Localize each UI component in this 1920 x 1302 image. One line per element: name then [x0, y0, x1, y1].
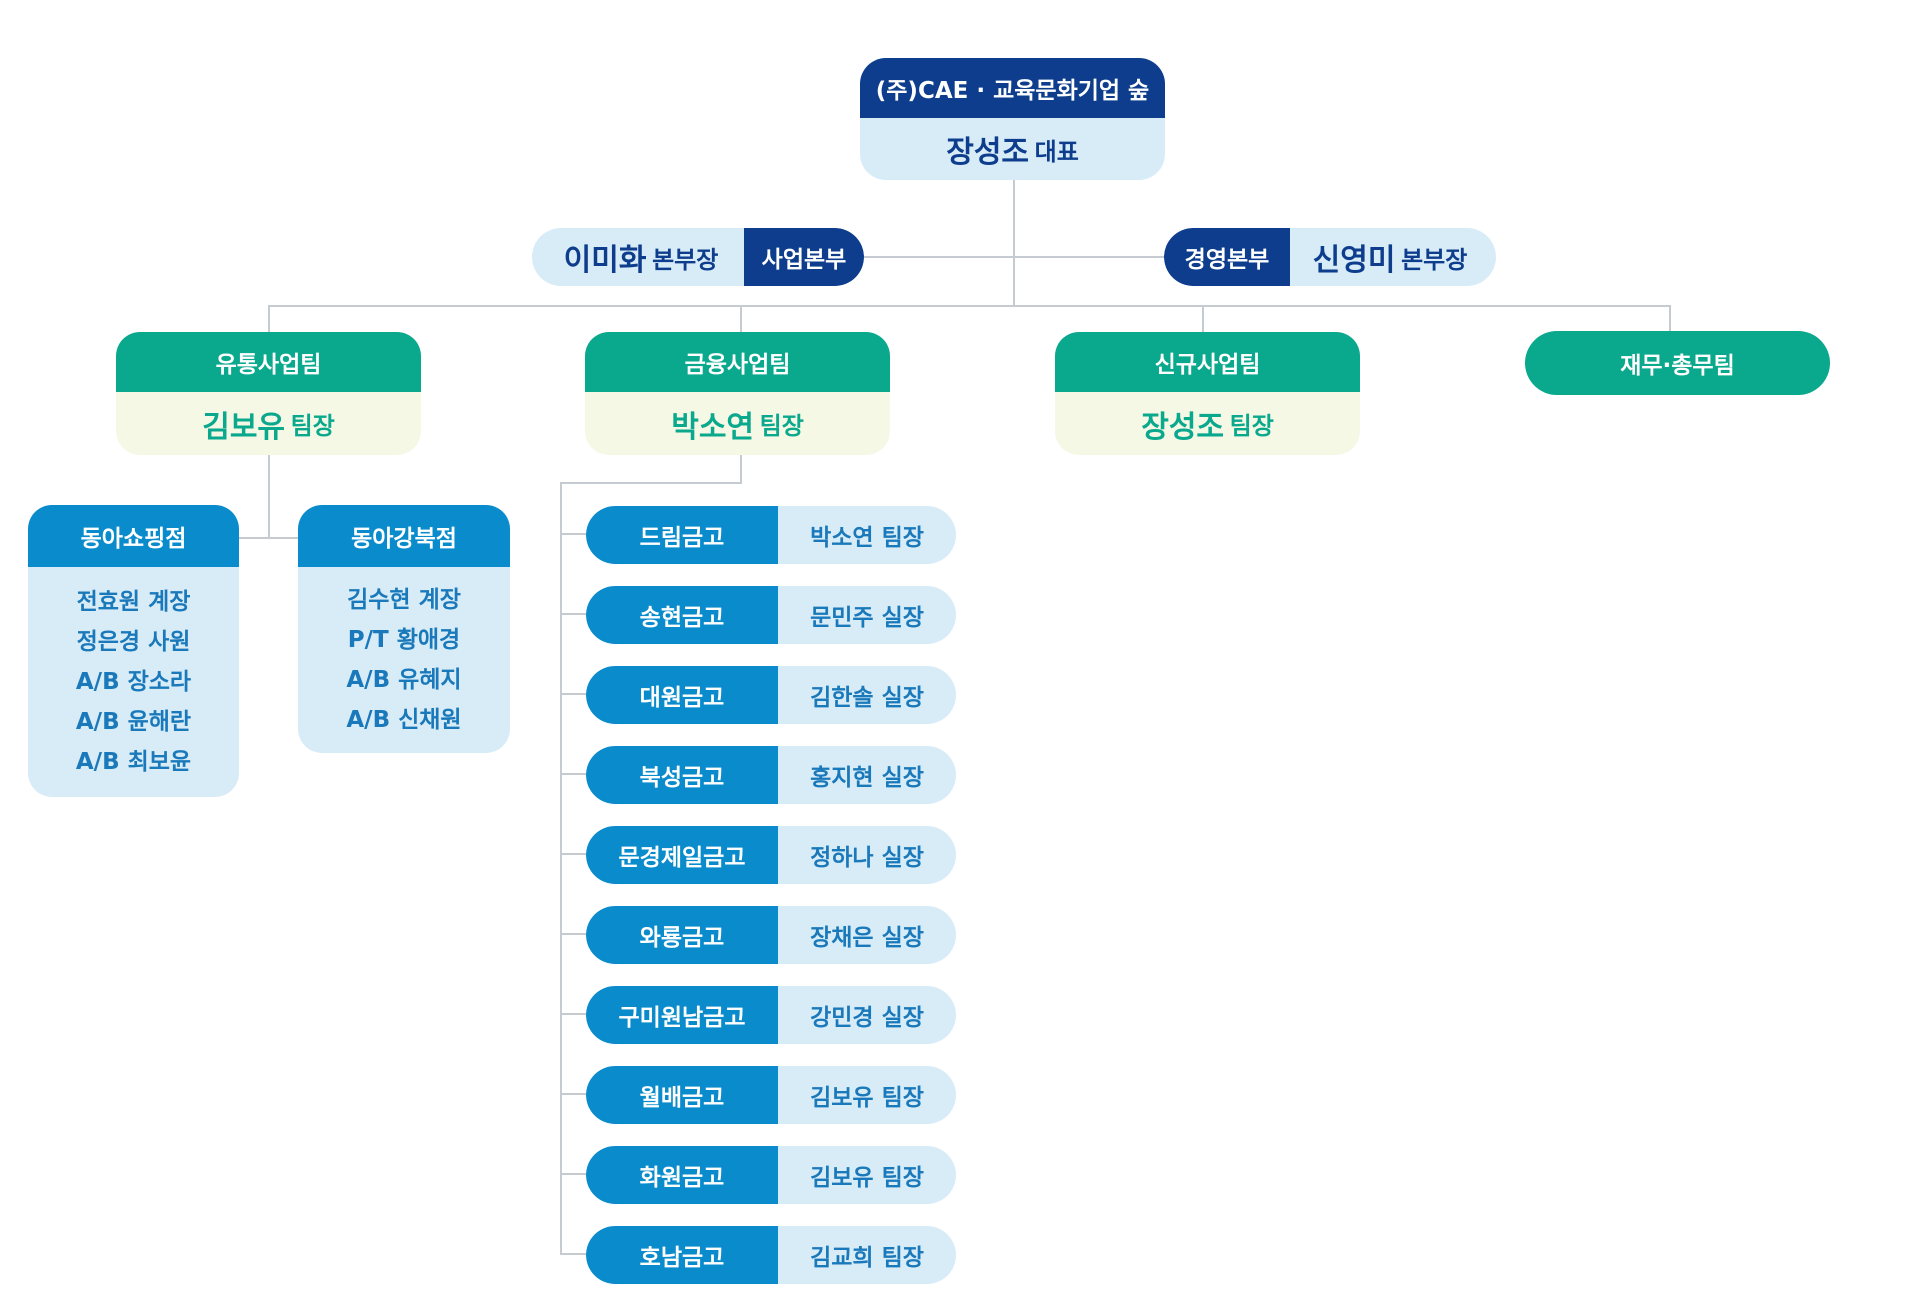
ceo-role: 대표	[1034, 137, 1079, 166]
connector-line	[268, 305, 270, 332]
team-new-business-label: 신규사업팀	[1055, 332, 1360, 392]
branch-row: 화원금고 김보유 팀장	[586, 1146, 956, 1204]
ceo-org-label: (주)CAE · 교육문화기업 숲	[860, 58, 1165, 118]
branch-manager: 강민경 실장	[810, 1005, 924, 1031]
team-new-business-leader: 장성조 팀장	[1055, 392, 1360, 455]
connector-line	[740, 305, 742, 332]
branch-row: 문경제일금고 정하나 실장	[586, 826, 956, 884]
connector-line	[560, 853, 586, 855]
ceo-name-block: 장성조 대표	[860, 118, 1165, 180]
store-member: A/B 윤해란	[75, 709, 192, 735]
branch-row: 북성금고 홍지현 실장	[586, 746, 956, 804]
branch-manager: 김교희 팀장	[810, 1245, 924, 1271]
connector-line	[560, 482, 742, 484]
branch-label: 호남금고	[586, 1226, 778, 1284]
branch-row: 와룡금고 장채은 실장	[586, 906, 956, 964]
connector-line	[560, 533, 586, 535]
branch-manager: 장채은 실장	[810, 925, 924, 951]
branch-manager: 문민주 실장	[810, 605, 924, 631]
business-division-role: 본부장	[652, 245, 719, 274]
management-division-label: 경영본부	[1164, 228, 1290, 286]
store-member: 김수현 계장	[347, 587, 461, 613]
branch-row: 송현금고 문민주 실장	[586, 586, 956, 644]
branch-label: 북성금고	[586, 746, 778, 804]
branch-manager: 김보유 팀장	[810, 1085, 924, 1111]
branch-label: 화원금고	[586, 1146, 778, 1204]
management-division-head: 신영미 본부장	[1290, 228, 1496, 286]
connector-line	[560, 1013, 586, 1015]
connector-line	[560, 773, 586, 775]
ceo-box: (주)CAE · 교육문화기업 숲 장성조 대표	[860, 58, 1165, 180]
team-distribution-role: 팀장	[290, 412, 335, 440]
branch-manager: 김한솔 실장	[810, 685, 924, 711]
team-finance-role: 팀장	[759, 412, 804, 440]
store-box-dong-a-gangbuk: 동아강북점 김수현 계장 P/T 황애경 A/B 유혜지 A/B 신채원	[298, 505, 510, 753]
team-finance-leader: 박소연 팀장	[585, 392, 890, 455]
connector-line	[268, 455, 270, 538]
store-member: A/B 최보윤	[75, 749, 192, 775]
branch-label: 월배금고	[586, 1066, 778, 1124]
branch-row: 구미원남금고 강민경 실장	[586, 986, 956, 1044]
store-member: 정은경 사원	[76, 629, 191, 655]
ceo-name: 장성조	[946, 135, 1030, 170]
branch-manager: 박소연 팀장	[810, 525, 924, 551]
store-member: P/T 황애경	[347, 627, 461, 653]
team-distribution-leader: 김보유 팀장	[116, 392, 421, 455]
team-accounting-box: 재무·총무팀	[1525, 331, 1830, 395]
business-division-pill: 이미화 본부장 사업본부	[532, 228, 864, 286]
connector-line	[238, 537, 300, 539]
branch-row: 드림금고 박소연 팀장	[586, 506, 956, 564]
branch-label: 구미원남금고	[586, 986, 778, 1044]
team-distribution-label: 유통사업팀	[116, 332, 421, 392]
management-division-pill: 경영본부 신영미 본부장	[1164, 228, 1496, 286]
connector-line	[268, 305, 1671, 307]
connector-line	[560, 1173, 586, 1175]
team-distribution-name: 김보유	[202, 409, 286, 445]
store-member-list: 김수현 계장 P/T 황애경 A/B 유혜지 A/B 신채원	[298, 567, 510, 753]
branch-row: 월배금고 김보유 팀장	[586, 1066, 956, 1124]
connector-line	[740, 455, 742, 484]
branch-label: 송현금고	[586, 586, 778, 644]
team-new-business-box: 신규사업팀 장성조 팀장	[1055, 332, 1360, 455]
team-distribution-box: 유통사업팀 김보유 팀장	[116, 332, 421, 455]
branch-label: 드림금고	[586, 506, 778, 564]
connector-line	[850, 256, 1182, 258]
branch-manager: 김보유 팀장	[810, 1165, 924, 1191]
connector-line	[560, 693, 586, 695]
branch-label: 문경제일금고	[586, 826, 778, 884]
management-division-name: 신영미	[1312, 243, 1396, 278]
connector-line	[560, 1093, 586, 1095]
connector-line	[560, 933, 586, 935]
team-finance-box: 금융사업팀 박소연 팀장	[585, 332, 890, 455]
branch-row: 호남금고 김교희 팀장	[586, 1226, 956, 1284]
business-division-label: 사업본부	[744, 228, 864, 286]
connector-line	[560, 613, 586, 615]
team-new-business-name: 장성조	[1141, 409, 1225, 445]
team-finance-name: 박소연	[671, 409, 755, 445]
store-label: 동아쇼핑점	[28, 505, 239, 567]
team-finance-label: 금융사업팀	[585, 332, 890, 392]
branch-label: 대원금고	[586, 666, 778, 724]
branch-manager: 홍지현 실장	[810, 765, 924, 791]
branch-label: 와룡금고	[586, 906, 778, 964]
connector-line	[1013, 180, 1015, 306]
connector-line	[1669, 305, 1671, 332]
connector-line	[1202, 305, 1204, 332]
connector-line	[560, 482, 562, 1254]
business-division-head: 이미화 본부장	[532, 228, 744, 286]
store-member: A/B 장소라	[75, 669, 192, 695]
store-member: A/B 신채원	[346, 707, 462, 733]
branch-manager: 정하나 실장	[810, 845, 924, 871]
management-division-role: 본부장	[1401, 245, 1468, 274]
store-label: 동아강북점	[298, 505, 510, 567]
team-new-business-role: 팀장	[1229, 412, 1274, 440]
store-member-list: 전효원 계장 정은경 사원 A/B 장소라 A/B 윤해란 A/B 최보윤	[28, 567, 239, 797]
store-box-dong-a-shopping: 동아쇼핑점 전효원 계장 정은경 사원 A/B 장소라 A/B 윤해란 A/B …	[28, 505, 239, 797]
store-member: A/B 유혜지	[346, 667, 462, 693]
business-division-name: 이미화	[563, 243, 647, 278]
store-member: 전효원 계장	[76, 589, 191, 615]
branch-row: 대원금고 김한솔 실장	[586, 666, 956, 724]
connector-line	[560, 1253, 586, 1255]
